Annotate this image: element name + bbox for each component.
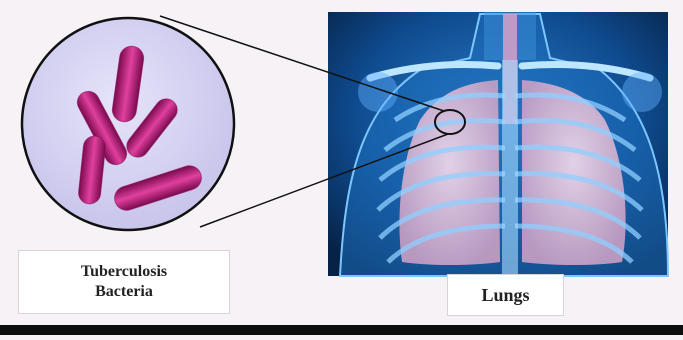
label-line-tuberculosis: Tuberculosis [81, 262, 167, 282]
lungs-label: Lungs [447, 274, 564, 316]
spine [502, 60, 518, 276]
tuberculosis-bacteria-label: Tuberculosis Bacteria [18, 250, 230, 314]
right-shoulder [622, 72, 662, 112]
lungs-xray-illustration [328, 12, 668, 276]
bacteria-zoom-view [22, 18, 234, 230]
label-line-bacteria: Bacteria [95, 282, 153, 302]
left-shoulder [358, 72, 398, 112]
label-lungs: Lungs [481, 285, 529, 306]
bottom-border [0, 325, 683, 335]
